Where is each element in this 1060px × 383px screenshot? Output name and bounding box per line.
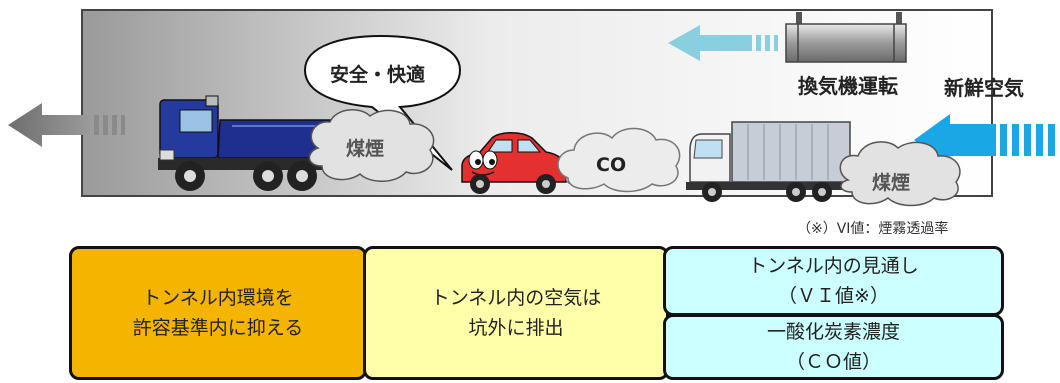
- exhaust-line2: 坑外に排出: [468, 317, 564, 339]
- co-box: 一酸化炭素濃度 （ＣＯ値）: [663, 314, 1004, 380]
- exhaust-line1: トンネル内の空気は: [430, 287, 602, 309]
- result-line1: トンネル内環境を: [142, 287, 294, 309]
- co-label: CO: [596, 154, 627, 176]
- dump-truck-icon: [158, 95, 331, 191]
- visibility-line2: （ＶＩ値※）: [778, 285, 889, 307]
- exhaust-arrow: [8, 103, 125, 147]
- soot-label-left: 煤煙: [346, 138, 385, 160]
- visibility-box: トンネル内の見通し （ＶＩ値※）: [663, 246, 1004, 316]
- visibility-line1: トンネル内の見通し: [748, 255, 919, 277]
- box-truck-icon: [686, 121, 851, 202]
- fan-operation-label: 換気機運転: [798, 74, 898, 98]
- exhaust-box: トンネル内の空気は 坑外に排出: [363, 246, 669, 380]
- jet-fan-icon: [785, 12, 907, 63]
- speech-bubble-text: 安全・快適: [330, 64, 426, 86]
- result-box: トンネル内環境を 許容基準内に抑える: [69, 246, 367, 380]
- footnote: （※）VI値：煙霧透過率: [797, 221, 949, 237]
- co-line2: （ＣＯ値）: [785, 351, 881, 373]
- fresh-air-label: 新鮮空気: [944, 76, 1024, 100]
- fan-airflow-arrow: [668, 25, 778, 61]
- soot-cloud-right: [839, 141, 961, 207]
- soot-cloud-left: [308, 109, 435, 182]
- soot-label-right: 煤煙: [872, 172, 911, 194]
- result-line2: 許容基準内に抑える: [132, 317, 304, 339]
- co-line1: 一酸化炭素濃度: [766, 321, 900, 343]
- co-cloud: [557, 127, 681, 193]
